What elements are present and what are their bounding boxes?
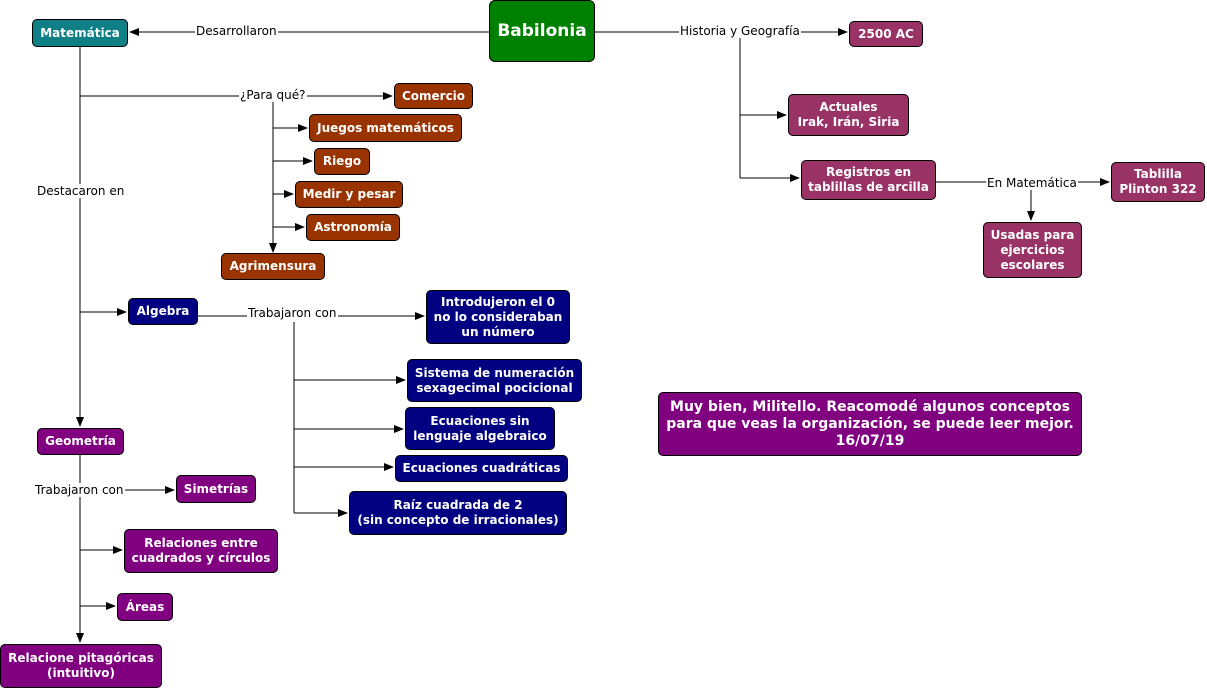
node-registros[interactable]: Registros en tablillas de arcilla <box>801 160 936 200</box>
label-desarrollaron: Desarrollaron <box>195 24 278 38</box>
node-babilonia[interactable]: Babilonia <box>489 0 595 62</box>
label-destacaron: Destacaron en <box>36 184 126 198</box>
node-cero[interactable]: Introdujeron el 0 no lo consideraban un … <box>426 290 570 344</box>
node-algebra[interactable]: Algebra <box>128 298 198 325</box>
label-historia: Historia y Geografía <box>679 24 801 38</box>
node-agrimensura[interactable]: Agrimensura <box>221 253 325 280</box>
node-riego[interactable]: Riego <box>314 148 370 175</box>
node-juegos[interactable]: Juegos matemáticos <box>309 114 462 142</box>
node-geometria[interactable]: Geometría <box>37 428 124 455</box>
node-relaciones[interactable]: Relaciones entre cuadrados y círculos <box>124 529 278 573</box>
node-raiz[interactable]: Raíz cuadrada de 2 (sin concepto de irra… <box>349 491 567 535</box>
node-pitagoricas[interactable]: Relacione pitagóricas (intuitivo) <box>0 644 162 688</box>
label-para-que: ¿Para qué? <box>239 88 307 102</box>
node-simetrias[interactable]: Simetrías <box>176 475 256 503</box>
node-areas[interactable]: Áreas <box>117 593 173 621</box>
label-trabajaron-geometria: Trabajaron con <box>34 483 125 497</box>
teacher-note[interactable]: Muy bien, Militello. Reacomodé algunos c… <box>658 392 1082 456</box>
node-astronomia[interactable]: Astronomía <box>306 214 400 241</box>
node-usadas[interactable]: Usadas para ejercicios escolares <box>983 222 1082 278</box>
node-actuales[interactable]: Actuales Irak, Irán, Siria <box>788 94 909 136</box>
node-matematica[interactable]: Matemática <box>32 19 128 47</box>
node-medir[interactable]: Medir y pesar <box>295 181 403 208</box>
label-en-matematica: En Matemática <box>986 176 1078 190</box>
node-cuadraticas[interactable]: Ecuaciones cuadráticas <box>395 455 568 482</box>
node-plinton[interactable]: Tablilla Plinton 322 <box>1111 162 1205 202</box>
node-comercio[interactable]: Comercio <box>394 83 473 109</box>
node-2500ac[interactable]: 2500 AC <box>849 21 923 47</box>
node-ecuaciones[interactable]: Ecuaciones sin lenguaje algebraico <box>405 407 555 450</box>
label-trabajaron-algebra: Trabajaron con <box>247 306 338 320</box>
node-sexagesimal[interactable]: Sistema de numeración sexagecimal pocici… <box>407 359 582 402</box>
